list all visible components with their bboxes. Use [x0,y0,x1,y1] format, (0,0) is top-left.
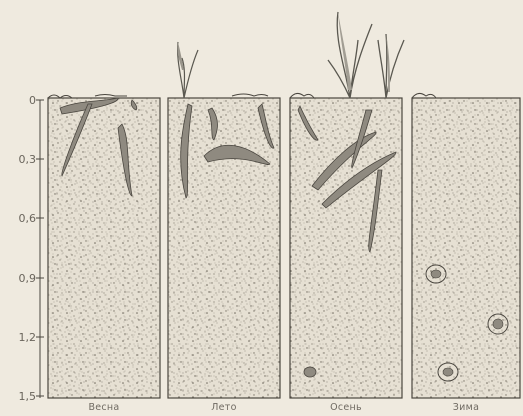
season-label-winter: Зима [453,402,479,413]
panel-winter [412,93,520,398]
depth-label-0: 0 [29,94,36,107]
depth-label-5: 1,5 [19,390,37,403]
earthworm-coiled [304,367,316,377]
panel-autumn [290,12,404,398]
grass-plant [378,34,404,98]
grass-sprout [177,42,198,98]
season-label-autumn: Осень [330,402,362,413]
depth-label-1: 0,3 [19,153,37,166]
panel-summer [168,42,280,398]
season-label-spring: Весна [88,402,119,413]
depth-label-3: 0,9 [19,272,37,285]
grass-plant [328,12,372,98]
depth-label-2: 0,6 [19,212,37,225]
panel-spring [48,95,160,399]
depth-label-4: 1,2 [19,331,37,344]
season-label-summer: Лето [211,402,237,413]
